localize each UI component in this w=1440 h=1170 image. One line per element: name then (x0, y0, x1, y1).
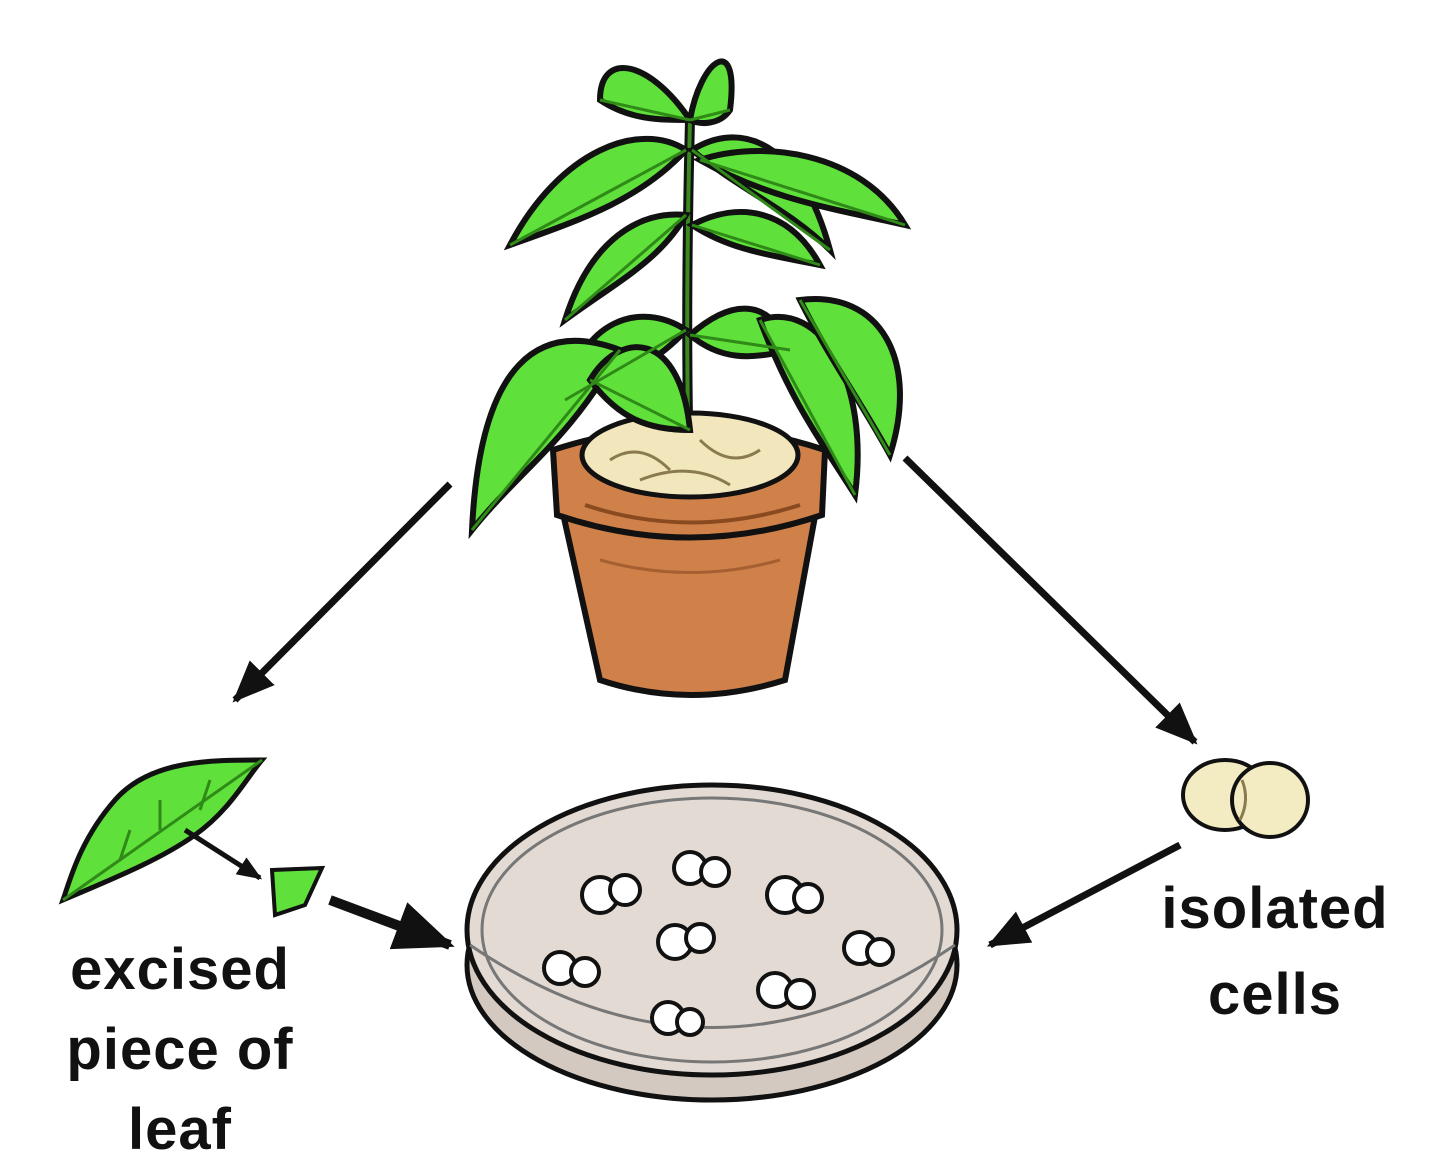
potted-plant-icon (472, 61, 905, 695)
isolated-cells-icon (1183, 760, 1308, 837)
arrow-icon (185, 830, 260, 878)
isolated-cells-label-line: isolated (1120, 866, 1430, 952)
isolated-cells-label-line: cells (1120, 952, 1430, 1038)
arrow-icon (905, 458, 1195, 742)
petri-dish-icon (467, 785, 957, 1100)
arrow-icon (235, 484, 450, 700)
leaf-fragment-icon (272, 868, 322, 915)
excised-leaf-label: excised piece of leaf (30, 930, 330, 1170)
isolated-cells-label: isolated cells (1120, 866, 1430, 1038)
excised-leaf-label-line: piece of (30, 1010, 330, 1090)
excised-leaf-label-line: excised (30, 930, 330, 1010)
excised-leaf-label-line: leaf (30, 1090, 330, 1170)
arrow-icon (330, 900, 450, 945)
leaf-icon (63, 760, 262, 900)
